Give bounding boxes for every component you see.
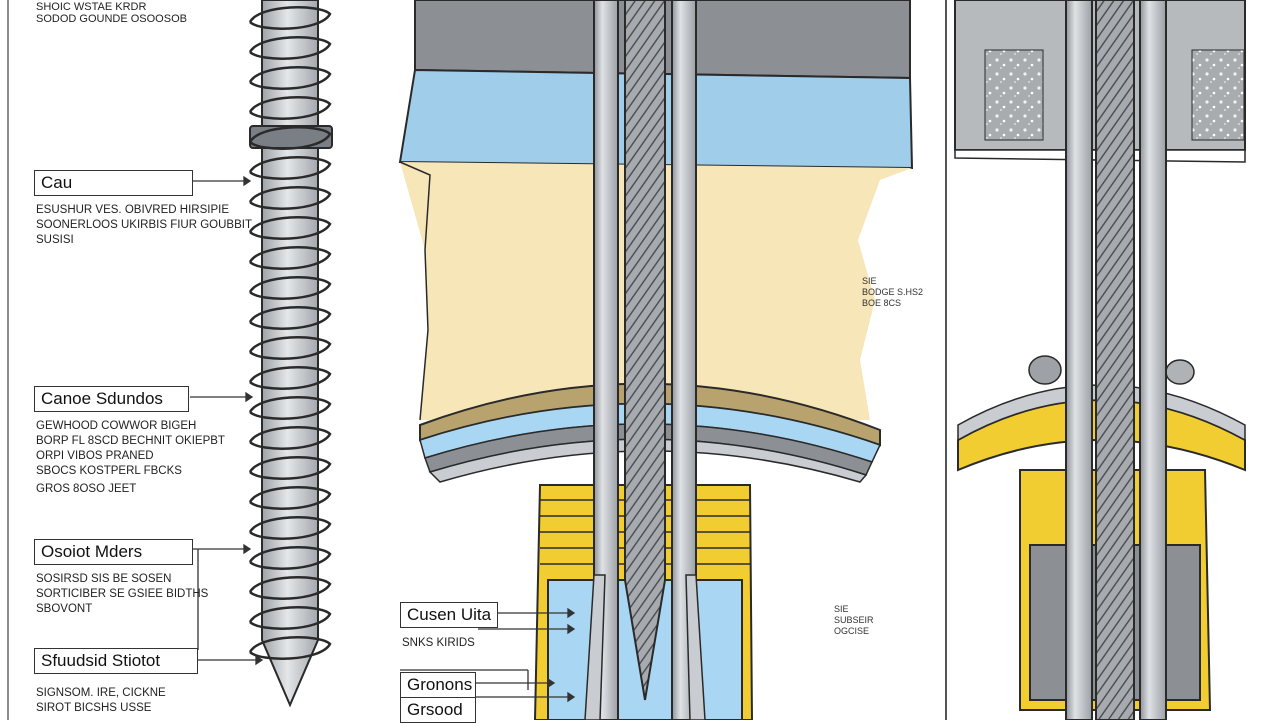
bottom-note-line: OGCISE bbox=[834, 626, 870, 636]
callout-note-line: SORTICIBER SE GSIEE BIDTHS bbox=[36, 588, 209, 600]
callout-label-cau: Cau bbox=[34, 170, 193, 196]
screw-thread bbox=[248, 516, 332, 540]
bottom-note-line: SUBSEIR bbox=[834, 615, 874, 625]
left-screw bbox=[248, 0, 333, 708]
screw-thread bbox=[248, 366, 332, 390]
callout-note-line: GROS 8OSO JEET bbox=[36, 483, 137, 495]
left-leader-lines bbox=[190, 175, 264, 666]
bottom-note-line: SIE bbox=[834, 604, 849, 614]
callout-label-canoe-sdundos: Canoe Sdundos bbox=[34, 386, 189, 412]
screw-thread bbox=[248, 336, 332, 360]
right-cross-section bbox=[954, 0, 1246, 720]
callout-note-line: SIROT BICSHS USSE bbox=[36, 702, 152, 714]
callout-note-line: BORP FL 8SCD BECHNIT OKIEPBT bbox=[36, 435, 225, 447]
side-note-line: SIE bbox=[862, 276, 877, 286]
callout-note-line: SBOCS KOSTPERL FBCKS bbox=[36, 465, 182, 477]
screw-thread bbox=[248, 456, 332, 480]
screw-thread bbox=[248, 426, 332, 450]
callout-note-line: SIGNSOM. IRE, CICKNE bbox=[36, 687, 166, 699]
top-note: SHOIC WSTAE KRDR bbox=[36, 1, 147, 13]
screw-thread bbox=[248, 36, 332, 60]
callout-note-line: SOSIRSD SIS BE SOSEN bbox=[36, 573, 172, 585]
screw-thread bbox=[248, 306, 332, 330]
callout-label-sfuudsid-stiotot: Sfuudsid Stiotot bbox=[34, 648, 198, 674]
callout-sub-note: SNKS KIRIDS bbox=[402, 637, 475, 649]
callout-note-line: GEWHOOD COWWOR BIGEH bbox=[36, 420, 197, 432]
screw-thread bbox=[248, 246, 332, 270]
callout-note-line: ORPI VIBOS PRANED bbox=[36, 450, 154, 462]
callout-note-line: ESUSHUR VES. OBIVRED HIRSIPIE bbox=[36, 204, 229, 216]
screw-thread bbox=[248, 6, 332, 30]
screw-thread bbox=[248, 126, 332, 150]
screw-thread bbox=[248, 486, 332, 510]
screw-thread bbox=[248, 186, 332, 210]
callout-label-grsood: Grsood bbox=[400, 697, 476, 723]
screw-thread bbox=[248, 396, 332, 420]
callout-label-osoiot-mders: Osoiot Mders bbox=[34, 539, 193, 565]
side-note-line: BODGE S.HS2 bbox=[862, 287, 924, 297]
screw-thread bbox=[248, 216, 332, 240]
top-note-2: SODOD GOUNDE OSOOSOB bbox=[36, 13, 187, 25]
screw-thread bbox=[248, 96, 332, 120]
screw-thread bbox=[248, 606, 332, 630]
screw-thread bbox=[248, 636, 332, 660]
callout-note-line: SBOVONT bbox=[36, 603, 93, 615]
screw-thread bbox=[248, 546, 332, 570]
middle-cross-section bbox=[398, 0, 914, 720]
screw-thread bbox=[248, 276, 332, 300]
callout-label-gronons: Gronons bbox=[400, 672, 476, 698]
callout-note-line: SOONERLOOS UKIRBIS FIUR GOUBBIT bbox=[36, 219, 252, 231]
middle-leader-lines bbox=[400, 607, 576, 703]
screw-thread bbox=[248, 576, 332, 600]
screw-thread bbox=[248, 156, 332, 180]
callout-label-cusen-uita: Cusen Uita bbox=[400, 602, 498, 628]
callout-note-line: SUSISI bbox=[36, 234, 74, 246]
screw-thread bbox=[248, 66, 332, 90]
side-note-line: BOE 8CS bbox=[862, 298, 902, 308]
